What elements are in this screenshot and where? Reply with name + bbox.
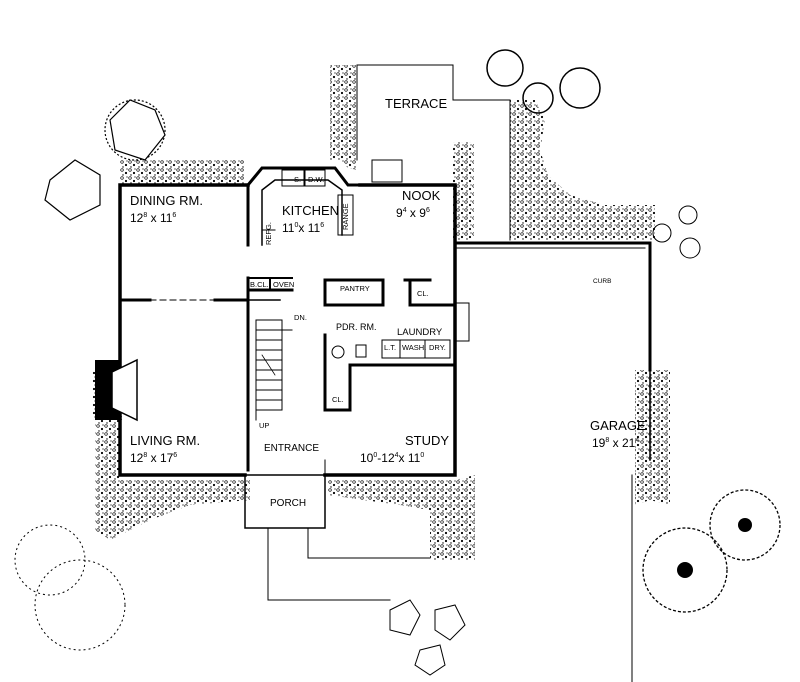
laundry-tub-label: L.T. (384, 343, 396, 352)
entrance-label: ENTRANCE (264, 443, 319, 454)
washer-label: WASH. (402, 343, 426, 352)
porch-label: PORCH (270, 498, 306, 509)
dining-room-label: DINING RM. (130, 193, 203, 208)
range-label: RANGE (341, 203, 350, 230)
fireplace (95, 358, 138, 422)
oven-label: OVEN (273, 280, 294, 289)
kitchen-dimensions: 110x 116 (282, 221, 324, 235)
stairs-up-label: UP (259, 421, 269, 430)
landscaping-hedges (92, 65, 670, 560)
kitchen-label: KITCHEN (282, 203, 339, 218)
broom-closet-label: B.CL. (250, 280, 269, 289)
closet-label-lower: CL. (332, 395, 344, 404)
sink-label: S. (294, 175, 301, 184)
curb-label: CURB (593, 278, 611, 285)
tree-icons (14, 49, 781, 676)
nook-label: NOOK (402, 188, 441, 203)
study-dimensions: 100-124x 110 (360, 451, 424, 465)
study-label: STUDY (405, 433, 449, 448)
interior-walls (118, 183, 457, 476)
dishwasher-label: D.W. (308, 175, 324, 184)
pantry-label: PANTRY (340, 284, 370, 293)
laundry-label: LAUNDRY (397, 327, 443, 338)
living-room-label: LIVING RM. (130, 433, 200, 448)
terrace-label: TERRACE (385, 96, 447, 111)
dryer-label: DRY. (429, 343, 446, 352)
garage-label: GARAGE (590, 418, 646, 433)
stairs-down-label: DN. (294, 313, 307, 322)
terrace-outline (356, 64, 511, 241)
porch-outline (244, 474, 326, 529)
closet-label-upper: CL. (417, 289, 429, 298)
refrigerator-label: REFG. (264, 222, 273, 245)
living-room-dimensions: 128 x 176 (130, 451, 177, 465)
dining-room-dimensions: 128 x 116 (130, 211, 176, 225)
exterior-walls (118, 166, 652, 682)
powder-room-label: PDR. RM. (336, 322, 377, 332)
kitchen-counters (261, 159, 403, 246)
garage-dimensions: 198 x 214 (592, 436, 639, 450)
laundry-fixtures (331, 302, 470, 359)
nook-dimensions: 94 x 96 (396, 206, 430, 220)
staircase (247, 319, 293, 471)
